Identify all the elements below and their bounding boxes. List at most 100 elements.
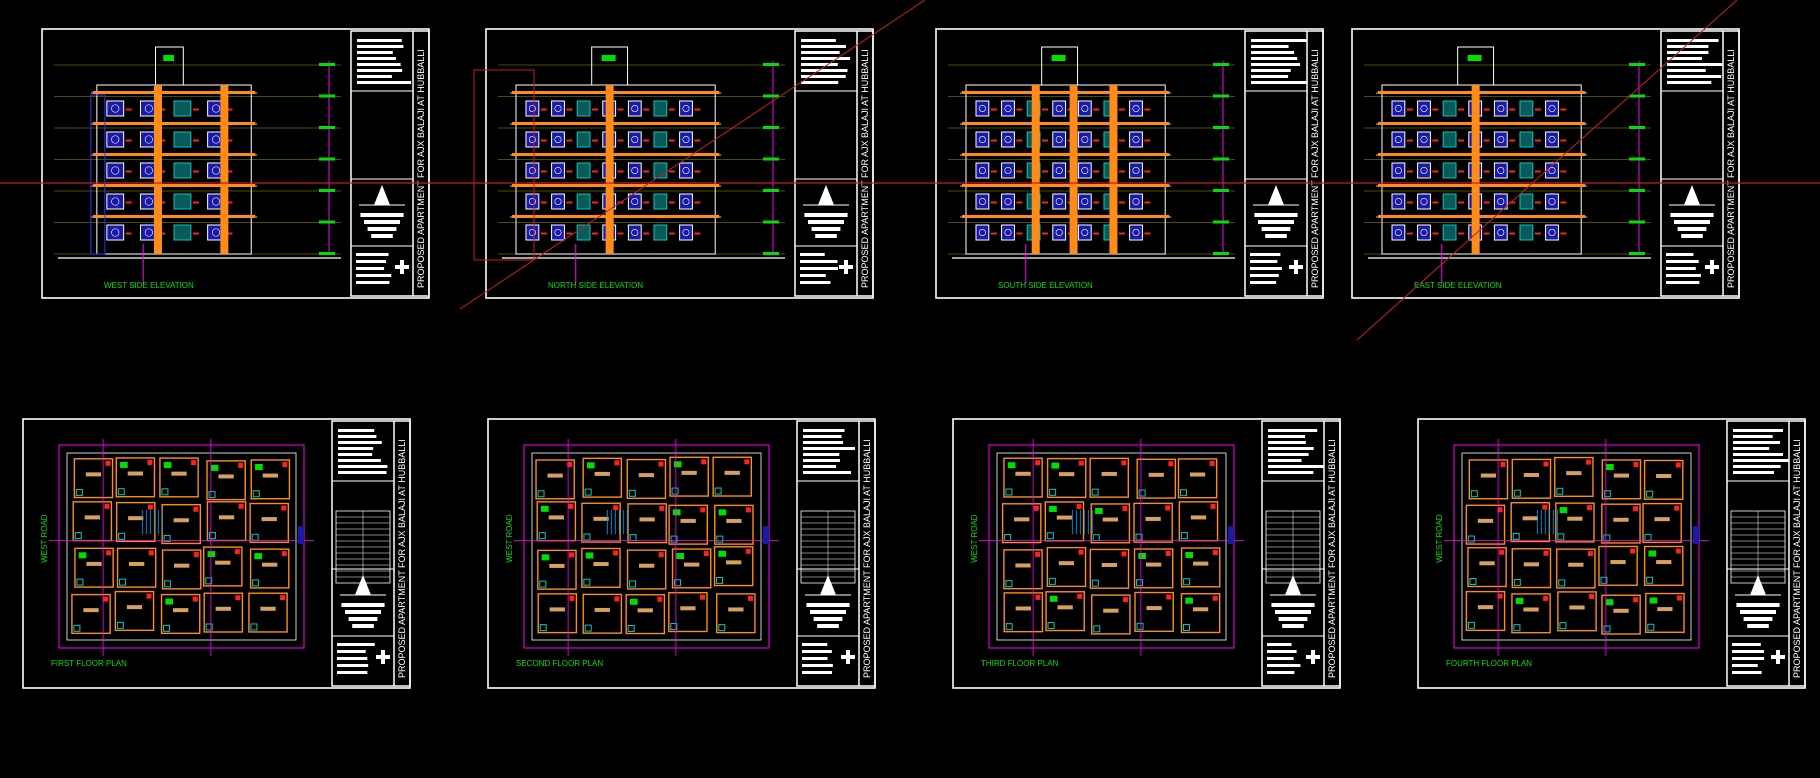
dim-mark [1042, 139, 1048, 142]
column [147, 459, 153, 465]
floor-plan-sheet-third[interactable]: PROPOSED APARTMENT FOR AJX BALAJI AT HUB… [952, 418, 1341, 689]
room-label [215, 560, 231, 565]
dim-text [210, 464, 219, 471]
elevation-sheet-east[interactable]: PROPOSED APARTMENT FOR AJX BALAJI AT HUB… [1351, 28, 1740, 299]
column [1633, 462, 1639, 468]
dim-mark [1144, 170, 1151, 173]
column [700, 507, 706, 513]
level-label [763, 94, 779, 98]
dim-mark [1118, 139, 1125, 142]
room-label [726, 560, 742, 565]
window [975, 162, 990, 179]
column [235, 595, 241, 601]
room-label [128, 516, 144, 521]
window [627, 193, 642, 210]
footer-line [1732, 671, 1762, 674]
dim-mark [226, 232, 233, 235]
room-label [593, 516, 609, 521]
elevation-sheet-south[interactable]: PROPOSED APARTMENT FOR AJX BALAJI AT HUB… [935, 28, 1324, 299]
elevation-sheet-north[interactable]: PROPOSED APARTMENT FOR AJX BALAJI AT HUB… [485, 28, 874, 299]
logo-line [1747, 624, 1769, 628]
dim-text [1559, 507, 1568, 514]
dim-mark [1093, 139, 1100, 142]
title-note-line [801, 45, 846, 48]
logo-line [1275, 610, 1311, 614]
dim-mark [1509, 170, 1516, 173]
fixture [629, 580, 637, 588]
room-wall [1003, 549, 1043, 590]
fixture [75, 489, 83, 497]
room-wall [1046, 457, 1087, 499]
dim-mark [1406, 232, 1413, 235]
dim-mark [1406, 170, 1413, 173]
tank-label [1051, 55, 1066, 61]
level-label [763, 189, 779, 192]
room-wall [1133, 502, 1173, 543]
title-note-line [801, 63, 838, 66]
fixture [1646, 576, 1654, 584]
dim-text [718, 550, 727, 557]
column [703, 551, 709, 557]
window-detail [1394, 105, 1402, 113]
dim-mark [592, 139, 598, 142]
title-note-line [338, 453, 373, 456]
selection-window [473, 69, 535, 261]
dim-mark [1560, 139, 1567, 142]
title-note-line [357, 75, 392, 78]
dim-mark [1093, 201, 1100, 204]
logo-line [817, 624, 839, 628]
dim-mark [1483, 108, 1490, 111]
room-wall [249, 502, 290, 543]
room-wall [1511, 593, 1551, 634]
window [1545, 193, 1559, 210]
room-label [1015, 471, 1031, 476]
window-detail [111, 166, 120, 175]
room-label [1477, 518, 1494, 523]
column [745, 548, 751, 554]
room-label [218, 515, 235, 520]
dim-text [1605, 599, 1614, 606]
window-detail [1394, 167, 1402, 175]
window-detail [1081, 105, 1089, 113]
column [103, 596, 109, 602]
lift [1228, 526, 1234, 545]
window [653, 193, 668, 210]
title-note-line [357, 69, 403, 72]
room-wall [582, 593, 623, 634]
floor-plan-sheet-fourth[interactable]: PROPOSED APARTMENT FOR AJX BALAJI AT HUB… [1417, 418, 1806, 689]
floor-plan-sheet-first[interactable]: PROPOSED APARTMENT FOR AJX BALAJI AT HUB… [22, 418, 411, 689]
dim-mark [192, 139, 199, 142]
window-detail [1497, 136, 1505, 144]
window [1001, 131, 1015, 148]
logo-line [810, 610, 846, 614]
title-note-line [803, 447, 855, 450]
floor-plan-sheet-second[interactable]: PROPOSED APARTMENT FOR AJX BALAJI AT HUB… [487, 418, 876, 689]
logo-line [341, 603, 385, 607]
plot-boundary [1453, 444, 1700, 649]
logo-line [1681, 234, 1703, 238]
title-note-line [1733, 429, 1783, 432]
column [193, 506, 199, 512]
fixture [670, 622, 678, 630]
elevation-sheet-west[interactable]: PROPOSED APARTMENT FOR AJX BALAJI AT HUB… [41, 28, 430, 299]
dim-mark [1118, 170, 1125, 173]
fixture [1644, 533, 1652, 541]
column [1165, 551, 1171, 557]
window-detail [1497, 105, 1505, 113]
dim-text [207, 551, 216, 558]
dim-mark [1093, 170, 1100, 173]
room-wall [714, 504, 754, 545]
room-label [127, 471, 143, 476]
logo-line [1258, 220, 1294, 224]
window-detail [1420, 167, 1428, 175]
dim-mark [125, 170, 132, 173]
dim-mark [540, 232, 547, 235]
column [745, 507, 751, 513]
column [658, 461, 664, 467]
window-detail [1081, 167, 1089, 175]
dim-mark [159, 201, 166, 204]
staircase-band [220, 85, 229, 254]
dim-mark [1432, 139, 1439, 142]
dim-mark [694, 170, 701, 173]
